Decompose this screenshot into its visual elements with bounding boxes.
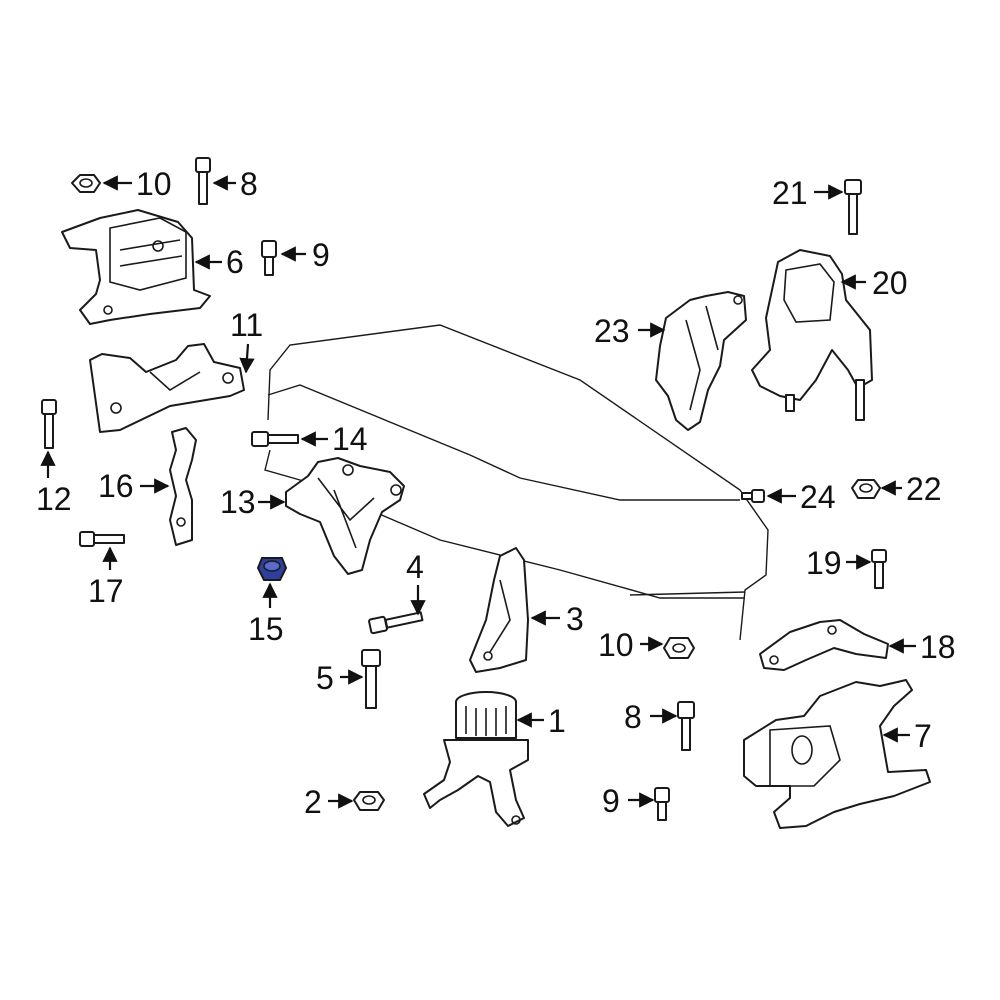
part-13-bracket bbox=[285, 457, 405, 575]
part-20-mount bbox=[751, 249, 873, 421]
callout-6: 6 bbox=[226, 244, 244, 280]
part-2-nut bbox=[353, 791, 385, 811]
callout-14: 14 bbox=[332, 421, 368, 457]
part-10-nut-right bbox=[663, 637, 695, 659]
part-7-mount bbox=[743, 679, 931, 829]
part-16-hanger bbox=[169, 427, 197, 546]
callout-9-right: 9 bbox=[602, 783, 620, 819]
callout-18: 18 bbox=[920, 629, 956, 665]
callout-3: 3 bbox=[566, 601, 584, 637]
part-8-bolt-right bbox=[677, 701, 695, 751]
part-10-nut-top bbox=[71, 174, 101, 193]
callout-15: 15 bbox=[248, 611, 284, 647]
callout-19: 19 bbox=[806, 545, 842, 581]
part-14-bolt bbox=[251, 431, 299, 447]
part-6-mount-insulator bbox=[61, 209, 211, 325]
callout-8-right: 8 bbox=[624, 699, 642, 735]
engine-outline bbox=[264, 324, 769, 641]
part-1-mount bbox=[423, 691, 529, 827]
callout-12: 12 bbox=[36, 481, 72, 517]
part-15-nut-highlighted bbox=[256, 557, 288, 581]
part-4-bolt bbox=[368, 611, 424, 635]
callout-10-right: 10 bbox=[598, 627, 634, 663]
callout-13: 13 bbox=[220, 484, 256, 520]
part-3-bracket bbox=[469, 547, 529, 673]
part-11-bracket bbox=[89, 343, 245, 433]
callout-2: 2 bbox=[304, 784, 322, 820]
callout-5: 5 bbox=[316, 660, 334, 696]
part-9-bolt-right bbox=[654, 787, 670, 821]
part-22-nut bbox=[851, 479, 881, 499]
callout-20: 20 bbox=[872, 265, 908, 301]
callout-arrows bbox=[40, 175, 916, 809]
callout-24: 24 bbox=[800, 479, 836, 515]
part-9-bolt-top bbox=[261, 240, 277, 276]
callout-17: 17 bbox=[88, 573, 124, 609]
part-12-bolt bbox=[41, 399, 57, 449]
callout-8-top: 8 bbox=[240, 166, 258, 202]
callout-10-top: 10 bbox=[136, 166, 172, 202]
callout-7: 7 bbox=[914, 718, 932, 754]
part-23-bracket bbox=[655, 291, 747, 431]
part-21-bolt bbox=[844, 179, 862, 235]
part-19-bolt bbox=[871, 549, 887, 589]
part-17-bolt bbox=[79, 531, 125, 547]
part-24-bolt bbox=[741, 489, 765, 503]
callout-1: 1 bbox=[548, 703, 566, 739]
callout-22: 22 bbox=[906, 471, 942, 507]
callout-labels: 10 8 6 9 11 12 14 16 13 17 15 4 3 5 1 2 … bbox=[36, 166, 956, 820]
part-18-plate bbox=[759, 619, 889, 671]
callout-11: 11 bbox=[230, 307, 263, 343]
callout-4: 4 bbox=[406, 549, 424, 585]
part-8-bolt-top bbox=[195, 157, 211, 205]
callout-9-top: 9 bbox=[312, 237, 330, 273]
callout-21: 21 bbox=[772, 175, 808, 211]
part-5-bolt bbox=[361, 649, 381, 709]
callout-23: 23 bbox=[594, 313, 630, 349]
callout-16: 16 bbox=[98, 468, 134, 504]
